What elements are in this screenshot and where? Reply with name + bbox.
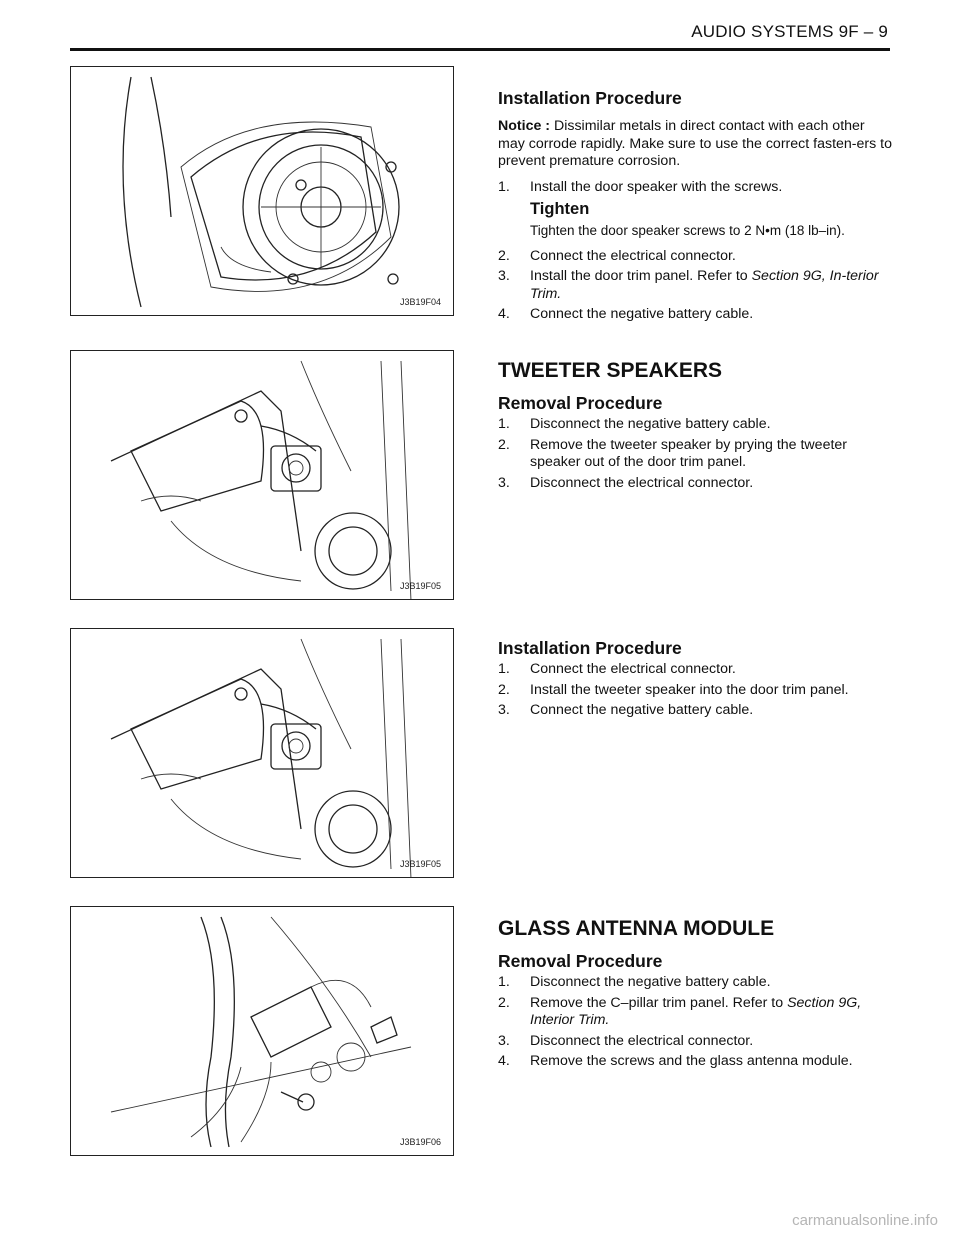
section-reference: Section 9G, In-terior Trim. xyxy=(530,268,879,302)
step-list: 2.Connect the electrical connector. 3.In… xyxy=(498,248,894,324)
list-item: 2.Install the tweeter speaker into the d… xyxy=(498,681,849,698)
list-item: 3.Disconnect the electrical connector. xyxy=(498,474,754,491)
tweeter-installation-illustration: J3B19F05 xyxy=(70,628,454,878)
section-title: GLASS ANTENNA MODULE xyxy=(498,917,775,940)
figure-label: J3B19F05 xyxy=(399,859,441,869)
step-list: 1.Install the door speaker with the scre… xyxy=(498,179,894,197)
list-item: 1.Install the door speaker with the scre… xyxy=(498,178,783,195)
tighten-note: Tighten Tighten the door speaker screws … xyxy=(498,199,894,240)
list-item: 2.Remove the C–pillar trim panel. Refer … xyxy=(498,994,862,1029)
tighten-text: Tighten the door speaker screws to 2 N•m… xyxy=(530,223,845,238)
list-item: 4.Remove the screws and the glass antenn… xyxy=(498,1053,853,1069)
section-reference: Section 9G, Interior Trim. xyxy=(530,994,862,1029)
page-header: AUDIO SYSTEMS 9F – 9 xyxy=(70,18,890,51)
step-list: 1.Disconnect the negative battery cable.… xyxy=(498,416,894,492)
section-heading: Removal Procedure xyxy=(498,393,663,413)
glass-antenna-removal-section: GLASS ANTENNA MODULE Removal Procedure 1… xyxy=(498,916,894,1074)
notice-text: Dissimilar metals in direct contact with… xyxy=(498,118,893,169)
tweeter-removal-illustration: J3B19F05 xyxy=(70,350,454,600)
step-list: 1.Connect the electrical connector. 2.In… xyxy=(498,661,894,720)
list-item: 1.Disconnect the negative battery cable. xyxy=(498,974,771,990)
list-item: 1.Connect the electrical connector. xyxy=(498,661,736,677)
list-item: 3.Disconnect the electrical connector. xyxy=(498,1032,754,1049)
speaker-installation-section: Installation Procedure Notice : Dissimil… xyxy=(498,88,894,327)
section-title: TWEETER SPEAKERS xyxy=(498,359,723,382)
tweeter-installation-section: Installation Procedure 1.Connect the ele… xyxy=(498,638,894,723)
list-item: 1.Disconnect the negative battery cable. xyxy=(498,416,771,432)
notice-label: Notice : xyxy=(498,118,551,134)
tighten-title: Tighten xyxy=(530,200,590,218)
section-heading: Removal Procedure xyxy=(498,951,663,971)
tweeter-removal-section: TWEETER SPEAKERS Removal Procedure 1.Dis… xyxy=(498,358,894,495)
notice-paragraph: Notice : Dissimilar metals in direct con… xyxy=(498,118,894,171)
list-item: 2.Connect the electrical connector. xyxy=(498,247,736,264)
glass-antenna-illustration: J3B19F06 xyxy=(70,906,454,1156)
step-list: 1.Disconnect the negative battery cable.… xyxy=(498,974,894,1071)
page-title: AUDIO SYSTEMS 9F – 9 xyxy=(691,22,888,41)
figure-label: J3B19F05 xyxy=(399,581,441,591)
section-heading: Installation Procedure xyxy=(498,638,682,658)
list-item: 3.Install the door trim panel. Refer to … xyxy=(498,268,879,302)
figure-label: J3B19F04 xyxy=(399,297,441,307)
list-item: 4.Connect the negative battery cable. xyxy=(498,306,754,322)
door-speaker-illustration: J3B19F04 xyxy=(70,66,454,316)
figure-label: J3B19F06 xyxy=(399,1137,441,1147)
list-item: 2.Remove the tweeter speaker by prying t… xyxy=(498,436,848,471)
watermark: carmanualsonline.info xyxy=(792,1212,938,1229)
section-heading: Installation Procedure xyxy=(498,88,682,108)
list-item: 3.Connect the negative battery cable. xyxy=(498,702,754,718)
